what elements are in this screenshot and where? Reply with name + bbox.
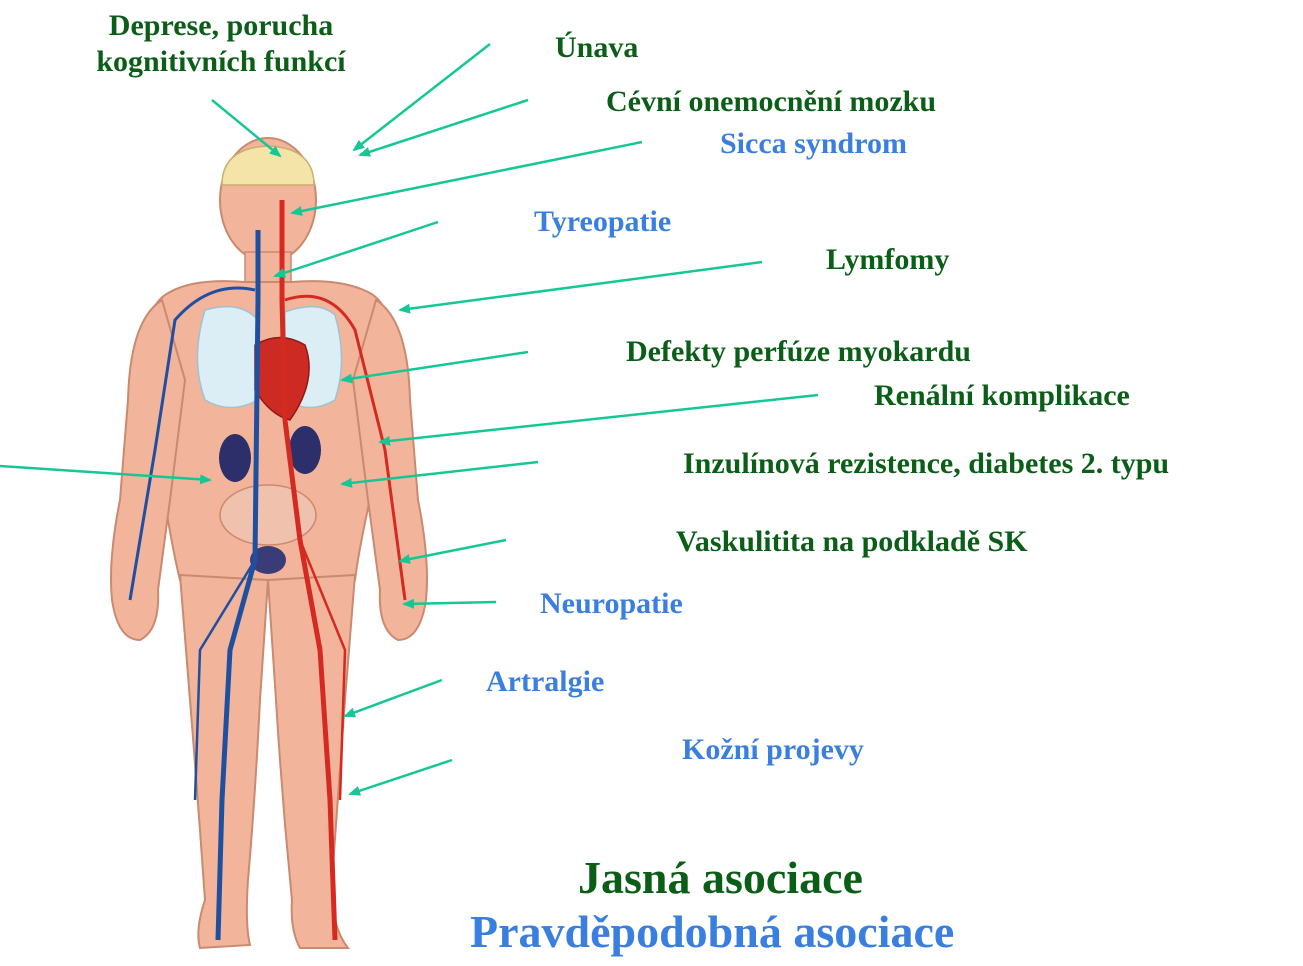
label-kozni: Kožní projevy: [682, 732, 864, 768]
label-vaskulitita: Vaskulitita na podkladě SK: [676, 524, 1028, 560]
legend-clear-association: Jasná asociace: [578, 852, 863, 904]
label-renalni: Renální komplikace: [874, 378, 1130, 414]
label-lymfomy: Lymfomy: [826, 242, 949, 278]
arrow-renalni-right: [380, 395, 818, 442]
arrow-sicca: [292, 142, 642, 213]
label-unava: Únava: [555, 30, 638, 66]
arrow-cevni: [360, 100, 528, 155]
label-deprese: Deprese, porucha kognitivních funkcí: [56, 8, 386, 80]
label-tyreopatie: Tyreopatie: [534, 204, 671, 240]
arrow-kozni: [350, 760, 452, 794]
label-defekty: Defekty perfúze myokardu: [626, 334, 971, 370]
legend-probable-association: Pravděpodobná asociace: [470, 906, 954, 958]
label-inzulinova: Inzulínová rezistence, diabetes 2. typu: [683, 446, 1169, 482]
arrow-lymfomy: [400, 262, 762, 310]
label-deprese-line2: kognitivních funkcí: [56, 44, 386, 80]
label-neuropatie: Neuropatie: [540, 586, 683, 622]
label-deprese-line1: Deprese, porucha: [56, 8, 386, 44]
body-silhouette: [111, 138, 427, 948]
label-cevni: Cévní onemocnění mozku: [606, 84, 936, 120]
arrow-artralgie: [345, 680, 442, 716]
label-sicca: Sicca syndrom: [720, 126, 907, 162]
label-artralgie: Artralgie: [486, 664, 604, 700]
